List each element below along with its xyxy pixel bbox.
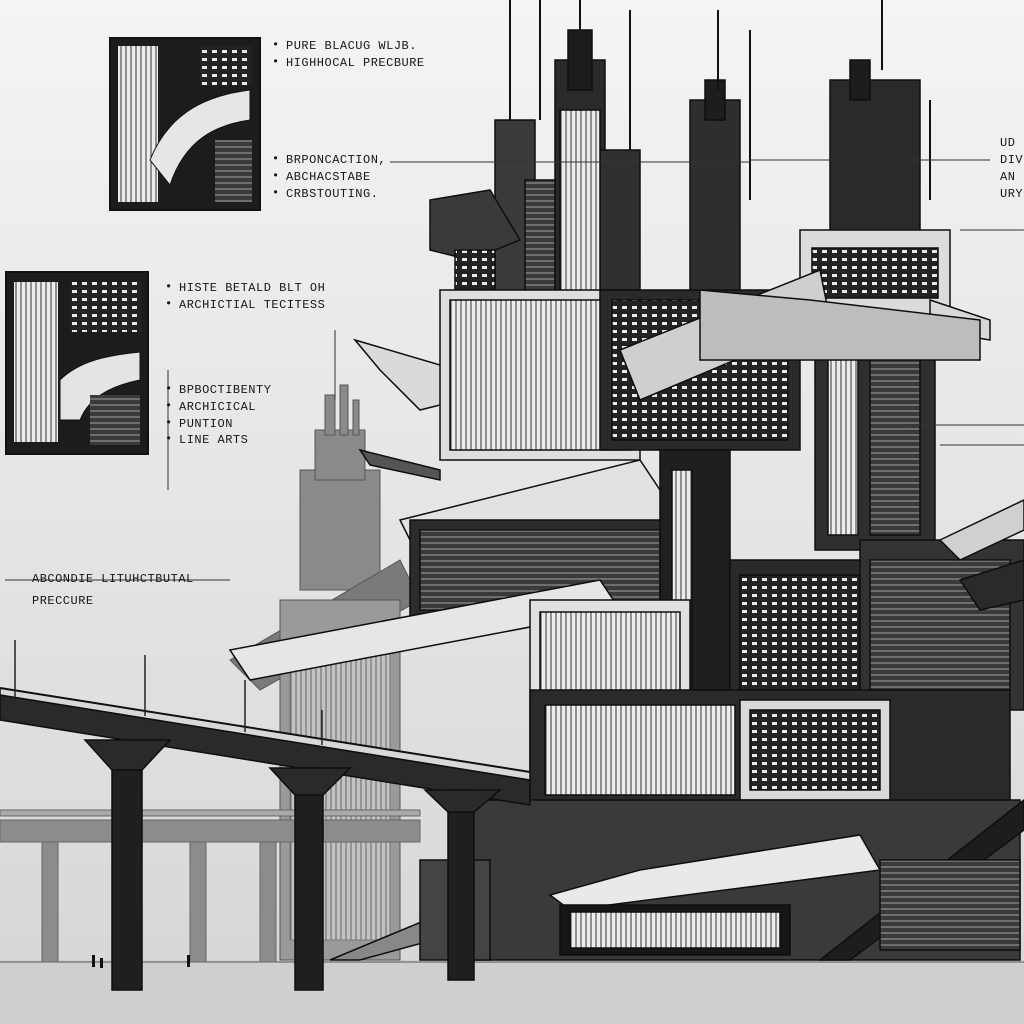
annotation-line: PUNTION bbox=[165, 415, 271, 433]
annotation-line: ARCHICTIAL TECITESS bbox=[165, 296, 325, 314]
annotation-lower-left: BPBOCTIBENTY ARCHICICAL PUNTION LINE ART… bbox=[165, 381, 271, 449]
annotation-right-1: UD bbox=[1000, 136, 1016, 150]
human-figures bbox=[92, 955, 190, 968]
elevated-bridge bbox=[0, 640, 531, 991]
annotation-right-3: AN bbox=[1000, 170, 1016, 184]
megastructure bbox=[228, 0, 1024, 961]
annotation-line: CRBSTOUTING. bbox=[272, 185, 386, 203]
annotation-right-2: DIV bbox=[1000, 153, 1024, 167]
annotation-line: HISTE BETALD BLT OH bbox=[165, 279, 325, 297]
inset-detail-mid bbox=[5, 271, 149, 455]
annotation-top-left: PURE BLACUG WLJB. HIGHHOCAL PRECBURE bbox=[272, 37, 425, 72]
annotation-line: BRPONCACTION, bbox=[272, 151, 386, 169]
annotation-line: ARCHICICAL bbox=[165, 398, 271, 416]
annotation-line: LINE ARTS bbox=[165, 431, 271, 449]
annotation-line: PURE BLACUG WLJB. bbox=[272, 37, 425, 55]
annotation-far-left-1: ABCONDIE LITUHCTBUTAL bbox=[32, 572, 194, 586]
annotation-mid-left: HISTE BETALD BLT OH ARCHICTIAL TECITESS bbox=[165, 279, 325, 314]
annotation-line: ABCHACSTABE bbox=[272, 168, 386, 186]
annotation-upper-mid: BRPONCACTION, ABCHACSTABE CRBSTOUTING. bbox=[272, 151, 386, 203]
ground-plane bbox=[0, 960, 1024, 1024]
annotation-line: BPBOCTIBENTY bbox=[165, 381, 271, 399]
inset-detail-top bbox=[109, 37, 261, 211]
annotation-line: HIGHHOCAL PRECBURE bbox=[272, 54, 425, 72]
callout-leaders bbox=[5, 159, 1024, 581]
annotation-right-4: URY bbox=[1000, 187, 1024, 201]
annotation-far-left-2: PRECCURE bbox=[32, 594, 94, 608]
